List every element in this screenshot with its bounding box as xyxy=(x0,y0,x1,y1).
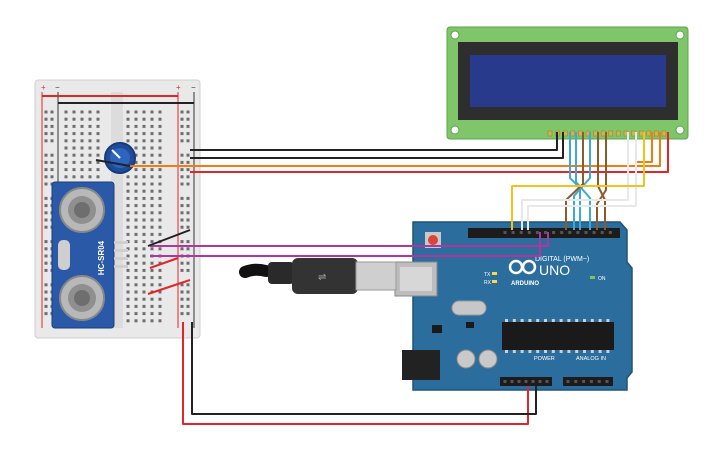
rail-minus-left: − xyxy=(55,83,60,92)
power-label: POWER xyxy=(534,356,555,362)
wire-lcd-v0[interactable] xyxy=(130,132,661,167)
board-brand: ARDUINO xyxy=(511,281,539,287)
ultrasonic-sensor[interactable]: HC-SR04 xyxy=(51,181,128,329)
rail-minus-right: − xyxy=(191,83,196,92)
usb-cable[interactable]: ⇌ xyxy=(239,258,397,294)
crystal-oscillator xyxy=(58,240,70,270)
jumper-rail[interactable] xyxy=(147,279,191,295)
wire-sensor-trig[interactable] xyxy=(150,232,541,257)
wire-white-b[interactable] xyxy=(527,132,637,230)
tx-label: TX xyxy=(484,272,491,278)
usb-plug-body xyxy=(292,258,358,294)
usb-icon: ⇌ xyxy=(318,272,326,283)
sensor-pins xyxy=(114,241,128,268)
analog-header xyxy=(563,377,613,386)
arduino-logo xyxy=(508,259,537,275)
power-jack xyxy=(402,350,440,380)
jumper-gnd[interactable] xyxy=(147,229,191,247)
potentiometer[interactable] xyxy=(104,142,136,174)
wire-lcd-vcc[interactable] xyxy=(190,132,669,173)
rx-label: RX xyxy=(484,280,492,286)
wire-white-a[interactable] xyxy=(521,132,629,230)
rail-plus-right: + xyxy=(176,83,181,92)
atmega-chip xyxy=(502,322,614,350)
capacitor-left xyxy=(456,349,476,369)
usb-plug-metal xyxy=(355,261,397,291)
wire-lcd-d7[interactable] xyxy=(596,132,607,230)
wire-5v[interactable] xyxy=(182,322,529,425)
lcd-module[interactable] xyxy=(446,26,689,140)
jumper-vcc[interactable] xyxy=(149,257,179,269)
reset-button[interactable] xyxy=(428,235,438,245)
wire-yellow[interactable] xyxy=(511,176,645,230)
arduino-uno[interactable]: DIGITAL (PWM~) UNO ARDUINO TX RX ON POWE… xyxy=(394,221,633,391)
board-model: UNO xyxy=(539,262,570,278)
wire-lcd-e[interactable] xyxy=(575,132,591,230)
wires[interactable] xyxy=(95,132,669,425)
lcd-screen xyxy=(470,55,666,107)
sensor-model-label: HC-SR04 xyxy=(97,240,106,275)
potentiometer-knob xyxy=(111,149,121,159)
rail-plus-left: + xyxy=(41,83,46,92)
jumper-pot[interactable] xyxy=(95,159,131,167)
power-pin-labels xyxy=(503,380,549,383)
wire-lcd-gnd[interactable] xyxy=(190,132,558,151)
on-led-label: ON xyxy=(598,276,606,282)
wire-lcd-d5[interactable] xyxy=(565,132,584,230)
capacitor-right xyxy=(478,349,498,369)
wire-lcd-rw[interactable] xyxy=(190,132,564,159)
wire-gnd[interactable] xyxy=(191,322,537,415)
digital-label: DIGITAL (PWM~) xyxy=(535,256,589,263)
analog-pin-labels xyxy=(566,380,609,383)
digital-pin-labels xyxy=(503,231,612,234)
analog-label: ANALOG IN xyxy=(576,356,606,362)
crystal xyxy=(451,300,487,316)
wire-sensor-echo[interactable] xyxy=(150,232,549,247)
wire-lcd-rs[interactable] xyxy=(569,132,581,230)
wire-lcd-d6[interactable] xyxy=(597,132,606,230)
